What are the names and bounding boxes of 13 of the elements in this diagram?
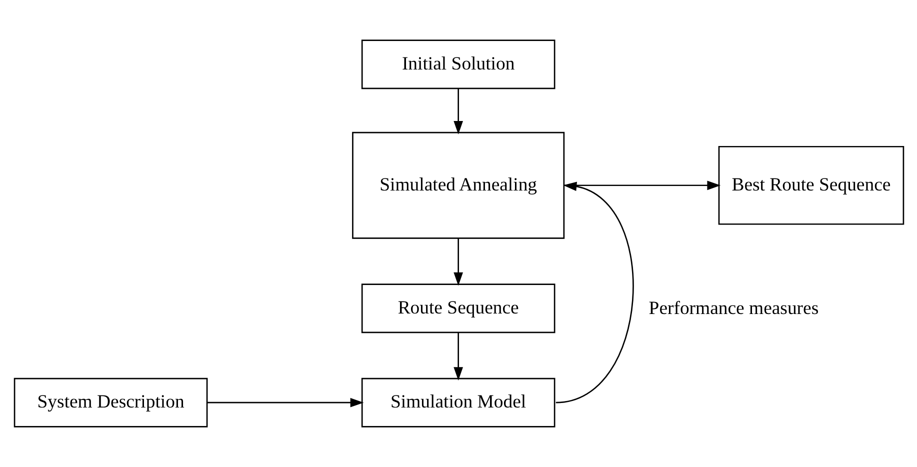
arrow <box>555 182 633 404</box>
node-box: Route Sequence <box>360 284 555 334</box>
arrow <box>206 398 364 408</box>
arrow <box>564 180 720 190</box>
edge-label: Performance measures <box>648 298 818 319</box>
node-box: Simulated Annealing <box>352 132 564 239</box>
node-box: Initial Solution <box>360 40 555 90</box>
node-box: Best Route Sequence <box>718 146 904 225</box>
arrow <box>453 88 463 134</box>
arrow <box>453 238 463 286</box>
node-box: System Description <box>13 378 208 428</box>
arrow <box>453 332 463 380</box>
node-box: Simulation Model <box>360 378 555 428</box>
